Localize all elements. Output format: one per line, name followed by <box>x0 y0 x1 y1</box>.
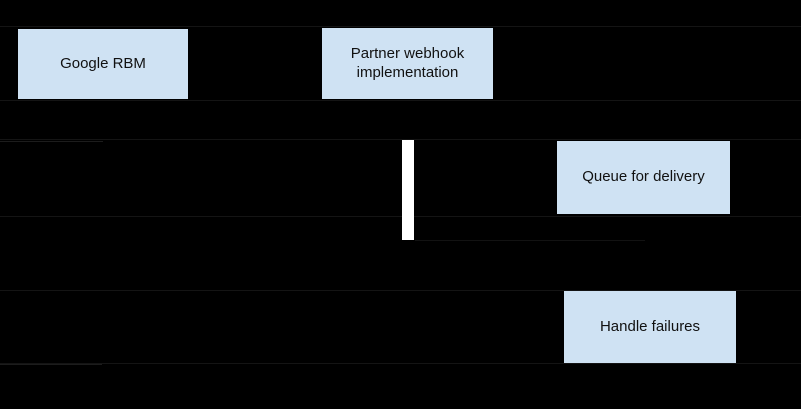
gridline <box>0 26 801 27</box>
node-queue-for-delivery-label: Queue for delivery <box>582 168 705 186</box>
connector-line <box>0 141 103 142</box>
gridline <box>0 139 801 140</box>
node-queue-for-delivery: Queue for delivery <box>557 141 730 214</box>
node-google-rbm: Google RBM <box>18 29 188 99</box>
node-partner-webhook: Partner webhook implementation <box>322 28 493 99</box>
gridline <box>0 363 801 364</box>
connector-line <box>415 240 645 241</box>
activation-bar <box>402 140 414 240</box>
gridline <box>0 216 801 217</box>
node-handle-failures-label: Handle failures <box>599 317 701 335</box>
node-handle-failures: Handle failures <box>564 291 736 363</box>
node-partner-webhook-label: Partner webhook implementation <box>350 44 465 81</box>
gridline <box>0 290 801 291</box>
connector-line <box>0 364 102 365</box>
gridline <box>0 100 801 101</box>
node-google-rbm-label: Google RBM <box>60 54 146 72</box>
